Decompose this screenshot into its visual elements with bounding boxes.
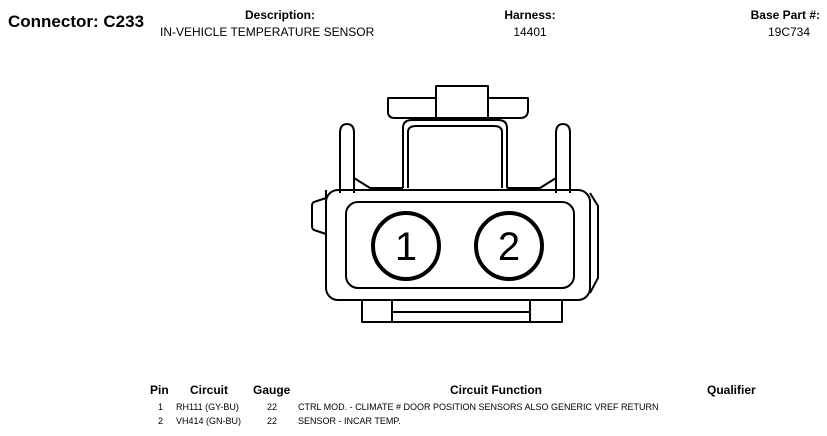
col-circuit-function: Circuit Function: [450, 383, 542, 397]
left-shoulder: [353, 177, 403, 189]
inner-arch-2: [407, 125, 503, 188]
col-gauge: Gauge: [253, 383, 291, 397]
right-post: [555, 123, 571, 193]
row-1-gauge: 22: [267, 402, 278, 412]
bottom-skirt: [361, 300, 563, 323]
base-part-value: 19C734: [730, 25, 820, 39]
base-part-label: Base Part #:: [750, 8, 820, 22]
connector-face-diagram: 1 2: [311, 85, 599, 323]
right-shoulder: [507, 177, 557, 189]
row-2-function: SENSOR - INCAR TEMP.: [298, 416, 401, 426]
row-1-pin: 1: [158, 402, 164, 412]
harness-label: Harness:: [504, 8, 556, 22]
inner-arch: [402, 119, 508, 188]
row-2-gauge: 22: [267, 416, 278, 426]
description-value: IN-VEHICLE TEMPERATURE SENSOR: [160, 25, 375, 39]
pin-2-label: 2: [498, 225, 520, 269]
right-rail: [589, 192, 599, 294]
harness-value: 14401: [513, 25, 547, 39]
base-part-number: 19C734: [767, 25, 811, 39]
col-qualifier: Qualifier: [707, 383, 756, 397]
pin-1-label: 1: [395, 225, 417, 269]
pin-2-circle: [474, 211, 544, 281]
inner-cavity: [345, 201, 575, 289]
pin-1-circle: [371, 211, 441, 281]
connector-title: Connector: C233: [8, 12, 145, 31]
row-2-circuit: VH414 (GN-BU): [176, 416, 242, 426]
left-clip: [311, 197, 327, 235]
outer-housing: [325, 189, 591, 301]
row-1-function: CTRL MOD. - CLIMATE # DOOR POSITION SENS…: [298, 402, 659, 412]
col-circuit: Circuit: [190, 383, 229, 397]
latch-tab: [387, 85, 529, 119]
row-1-circuit: RH111 (GY-BU): [176, 402, 239, 412]
left-post: [339, 123, 355, 193]
col-pin: Pin: [150, 383, 169, 397]
description-label: Description:: [244, 8, 315, 22]
row-2-pin: 2: [158, 416, 164, 426]
